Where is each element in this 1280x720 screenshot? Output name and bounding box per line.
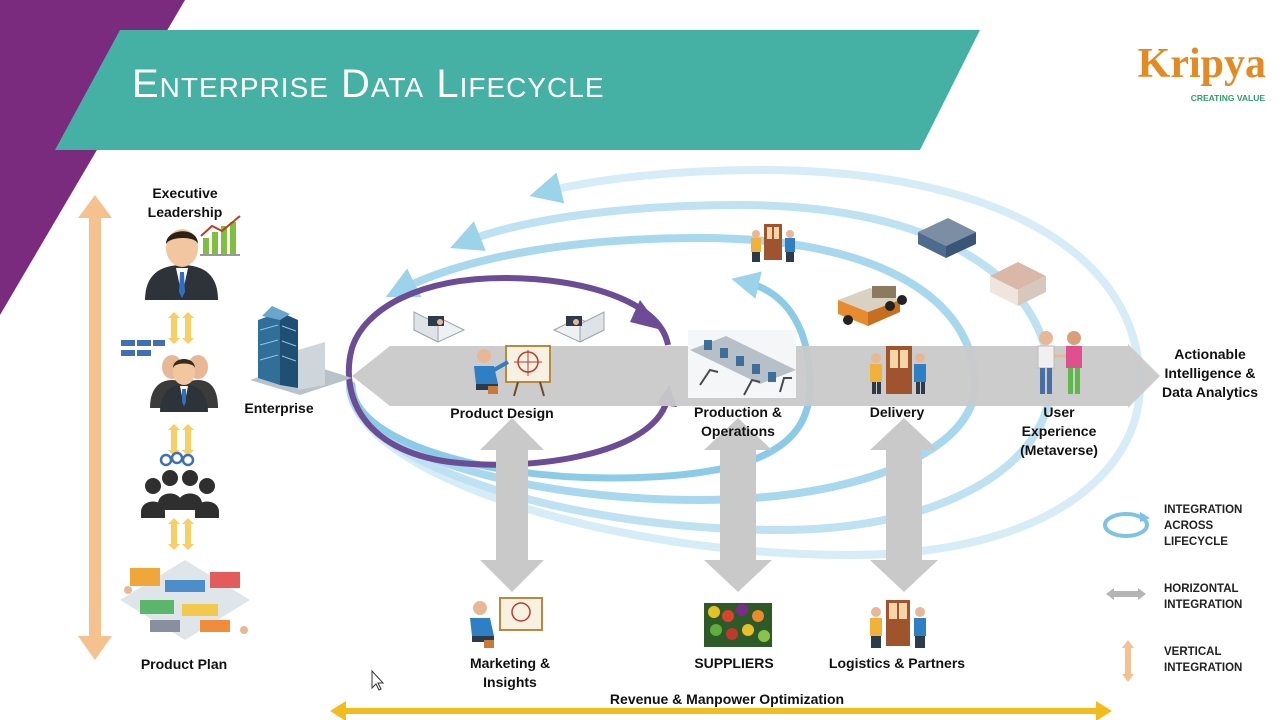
revenue-arrow <box>330 701 1112 720</box>
legend-vertical-icon <box>1122 640 1134 682</box>
enterprise-building-icon <box>250 306 352 395</box>
legend-horizontal-label: HORIZONTAL INTEGRATION <box>1164 583 1243 611</box>
warehouse-icon <box>918 218 976 258</box>
legend-integration-icon <box>1103 512 1150 538</box>
connector-marketing <box>480 418 544 592</box>
suppliers-produce-icon <box>704 603 772 647</box>
brand-logo: Kripya <box>1137 41 1266 87</box>
delivery-door-icon <box>870 346 926 394</box>
users-handshake-icon <box>1037 331 1082 394</box>
title-band <box>55 30 980 150</box>
managers-team-icon <box>121 340 218 412</box>
enterprise-label: Enterprise <box>244 400 314 416</box>
stage-delivery: Delivery <box>869 404 925 420</box>
workstation-left-icon <box>412 311 466 343</box>
executive-leadership-label: Executive Leadership <box>147 185 223 220</box>
production-line-icon <box>688 330 796 398</box>
legend-vertical-label: VERTICAL INTEGRATION <box>1164 646 1243 674</box>
stage-production: Production & Operations <box>694 404 782 439</box>
stage-user-experience: User Experience (Metaverse) <box>1020 404 1098 458</box>
suppliers-label: SUPPLIERS <box>694 655 774 671</box>
mouse-cursor <box>371 669 385 691</box>
truck-icon <box>838 286 907 326</box>
stage-product-design: Product Design <box>450 405 554 421</box>
legend-horizontal-icon <box>1106 588 1146 600</box>
workstation-right-icon <box>552 311 606 343</box>
factory-floor-icon <box>120 560 250 640</box>
outcome-label: Actionable Intelligence & Data Analytics <box>1162 346 1258 400</box>
legend-integration-label: INTEGRATION ACROSS LIFECYCLE <box>1164 504 1243 548</box>
lifecycle-ring-outer <box>346 165 1145 560</box>
workers-team-icon <box>141 451 219 518</box>
door-workers-small-icon <box>751 224 795 262</box>
connector-logistics <box>870 418 938 592</box>
product-design-loop <box>345 274 677 468</box>
marketing-insights-label: Marketing & Insights <box>469 655 551 690</box>
slide-title: Enterprise Data Lifecycle <box>132 62 605 106</box>
connector-suppliers <box>704 418 772 592</box>
product-loop-arrowhead <box>630 300 662 330</box>
bottom-connectors <box>480 418 938 592</box>
revenue-label: Revenue & Manpower Optimization <box>609 691 845 707</box>
logistics-door-icon <box>870 600 926 648</box>
brand-tagline: CREATING VALUE <box>1190 93 1265 103</box>
marketing-designer-icon <box>470 597 543 648</box>
vertical-integration-arrow <box>78 195 112 660</box>
left-column-arrows <box>168 312 194 550</box>
logistics-partners-label: Logistics & Partners <box>828 655 966 671</box>
store-building-icon <box>990 262 1046 306</box>
designer-icon <box>474 345 551 397</box>
executive-chart-icon <box>145 215 241 300</box>
product-plan-label: Product Plan <box>140 656 228 672</box>
